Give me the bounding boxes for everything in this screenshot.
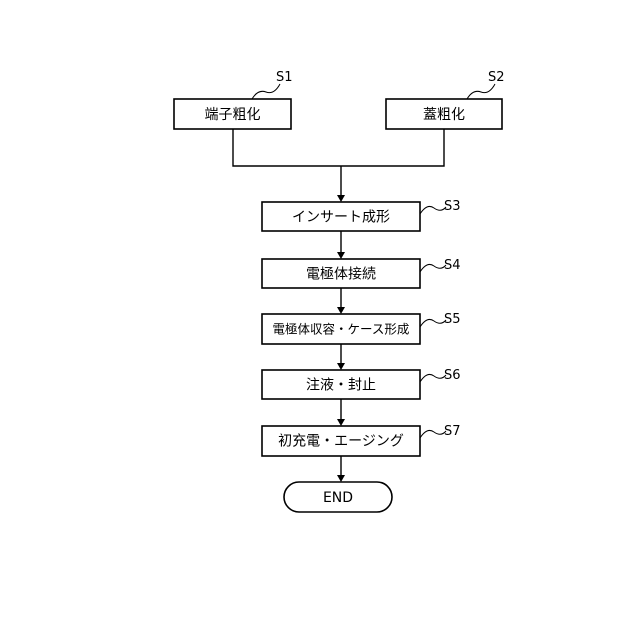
step-s4-label: 電極体接続 (306, 266, 376, 283)
step-s2: 蓋粗化 S2 (386, 70, 505, 129)
end-terminal-label: END (323, 490, 353, 506)
step-s3-leader (420, 206, 446, 214)
edge-s2-merge (341, 129, 444, 166)
step-s6-label: 注液・封止 (306, 378, 376, 394)
step-s3: インサート成形 S3 (262, 199, 461, 231)
step-s3-label: インサート成形 (292, 210, 390, 226)
step-s3-ref: S3 (444, 199, 461, 214)
step-s2-leader (467, 84, 495, 99)
step-s5-leader (420, 319, 446, 327)
step-s1-leader (252, 84, 280, 99)
edge-s1-merge (233, 129, 341, 166)
step-s7-label: 初充電・エージング (278, 433, 404, 450)
arrowhead-s6 (337, 363, 345, 370)
step-s1-label: 端子粗化 (205, 107, 261, 123)
arrowhead-s4 (337, 252, 345, 259)
step-s4-ref: S4 (444, 258, 461, 273)
step-s1: 端子粗化 S1 (174, 70, 293, 129)
step-s7: 初充電・エージング S7 (262, 424, 461, 456)
step-s5-label: 電極体収容・ケース形成 (273, 322, 410, 337)
step-s4: 電極体接続 S4 (262, 258, 461, 288)
arrowhead-s3 (337, 195, 345, 202)
step-s4-leader (420, 264, 446, 272)
end-terminal: END (284, 482, 392, 512)
step-s6-ref: S6 (444, 368, 461, 383)
arrowhead-s5 (337, 307, 345, 314)
step-s5-ref: S5 (444, 312, 461, 327)
step-s6-leader (420, 374, 446, 382)
step-s2-label: 蓋粗化 (423, 107, 465, 123)
arrowhead-end (337, 475, 345, 482)
step-s1-ref: S1 (276, 70, 293, 85)
step-s7-leader (420, 430, 446, 438)
arrowhead-s7 (337, 419, 345, 426)
step-s6: 注液・封止 S6 (262, 368, 461, 399)
step-s2-ref: S2 (488, 70, 505, 85)
step-s5: 電極体収容・ケース形成 S5 (262, 312, 461, 344)
step-s7-ref: S7 (444, 424, 461, 439)
